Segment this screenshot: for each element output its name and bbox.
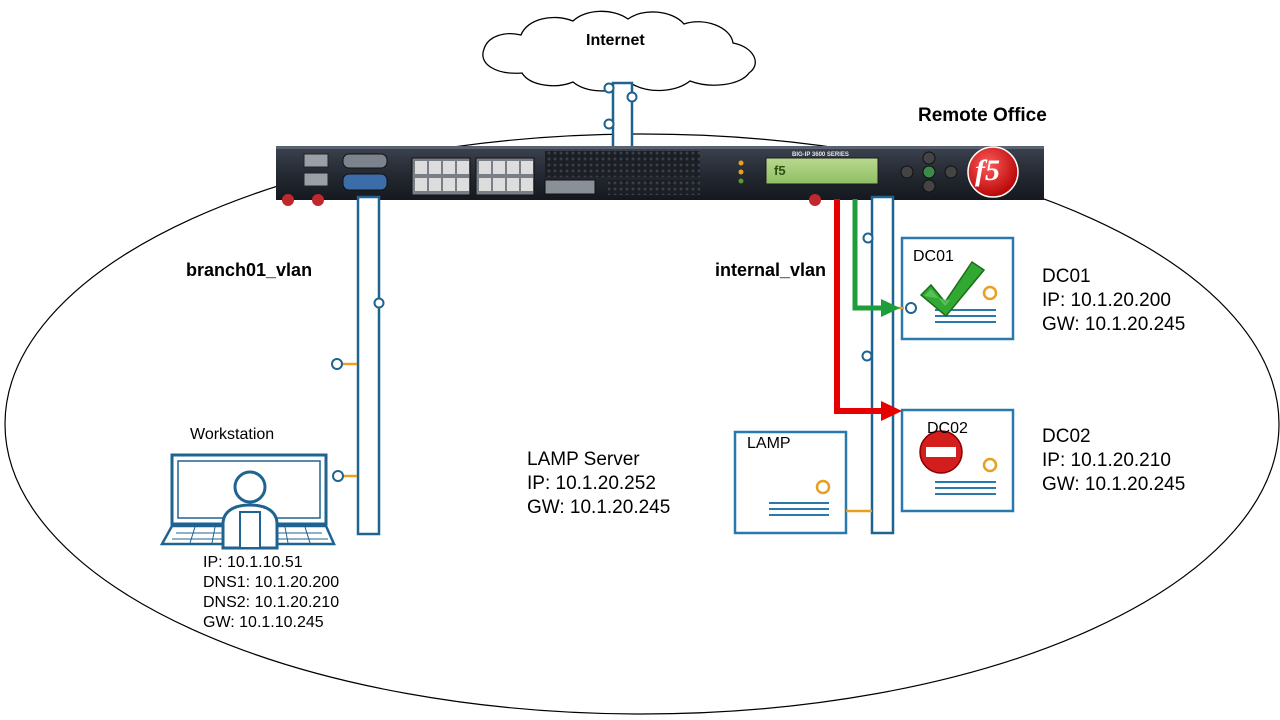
remote-office-title: Remote Office bbox=[918, 105, 1047, 126]
internal-vlan-port-mid bbox=[861, 350, 873, 362]
ethernet-ports-b bbox=[475, 157, 535, 196]
device-model-label: BIG-IP 3600 SERIES bbox=[792, 152, 849, 158]
dc01-info: DC01 IP: 10.1.20.200 GW: 10.1.20.245 bbox=[1042, 265, 1185, 337]
dc02-ip: IP: 10.1.20.210 bbox=[1042, 450, 1171, 471]
success-path-arrow bbox=[852, 199, 900, 317]
uplink-port-low bbox=[603, 118, 615, 130]
workstation-title: Workstation bbox=[190, 426, 275, 443]
big-ip-device bbox=[276, 146, 1044, 206]
branch01-vlan-port bbox=[373, 297, 385, 309]
lamp-info: LAMP Server IP: 10.1.20.252 GW: 10.1.20.… bbox=[527, 448, 670, 520]
internal-vlan-bar bbox=[870, 195, 895, 535]
lamp-ip: IP: 10.1.20.252 bbox=[527, 473, 656, 494]
internal-vlan-port-top bbox=[862, 232, 874, 244]
lamp-box-label: LAMP bbox=[747, 435, 791, 452]
workstation-port-a bbox=[331, 358, 343, 370]
internet-label: Internet bbox=[586, 32, 645, 49]
check-icon bbox=[919, 260, 986, 318]
dc01-gw: GW: 10.1.20.245 bbox=[1042, 314, 1186, 335]
dc02-name: DC02 bbox=[1042, 426, 1091, 447]
no-entry-icon bbox=[919, 430, 963, 474]
workstation-icon bbox=[159, 453, 336, 550]
workstation-ip: IP: 10.1.10.51 bbox=[203, 554, 303, 571]
lamp-gw: GW: 10.1.20.245 bbox=[527, 497, 671, 518]
lcd-text: f5 bbox=[774, 163, 786, 178]
internal-vlan-label: internal_vlan bbox=[715, 260, 827, 280]
workstation-dns2: DNS2: 10.1.20.210 bbox=[203, 594, 340, 611]
branch01-vlan-bar bbox=[356, 195, 381, 536]
workstation-port-b bbox=[332, 470, 344, 482]
dc02-info: DC02 IP: 10.1.20.210 GW: 10.1.20.245 bbox=[1042, 425, 1185, 497]
uplink-port-mid bbox=[626, 91, 638, 103]
lamp-server-box bbox=[733, 430, 872, 535]
lamp-name: LAMP Server bbox=[527, 449, 640, 470]
dc01-box-label: DC01 bbox=[913, 248, 954, 265]
lcd-screen bbox=[765, 157, 879, 185]
dc01-ip: IP: 10.1.20.200 bbox=[1042, 290, 1171, 311]
workstation-gw: GW: 10.1.10.245 bbox=[203, 614, 324, 631]
branch01-vlan-label: branch01_vlan bbox=[186, 260, 313, 280]
workstation-info: IP: 10.1.10.51 DNS1: 10.1.20.200 DNS2: 1… bbox=[203, 553, 339, 633]
dc01-name: DC01 bbox=[1042, 266, 1091, 287]
internet-cloud bbox=[482, 10, 756, 92]
f5-logo-text: f5 bbox=[975, 154, 1000, 187]
dc02-gw: GW: 10.1.20.245 bbox=[1042, 474, 1186, 495]
remote-office-boundary bbox=[4, 133, 1280, 715]
ethernet-ports-a bbox=[411, 157, 471, 196]
dc02-server-box bbox=[900, 408, 1015, 513]
fail-path-arrow bbox=[834, 199, 902, 421]
f5-logo-badge bbox=[967, 146, 1019, 198]
uplink-port-top bbox=[603, 82, 615, 94]
dc02-box-label: DC02 bbox=[927, 420, 968, 437]
workstation-dns1: DNS1: 10.1.20.200 bbox=[203, 574, 340, 591]
